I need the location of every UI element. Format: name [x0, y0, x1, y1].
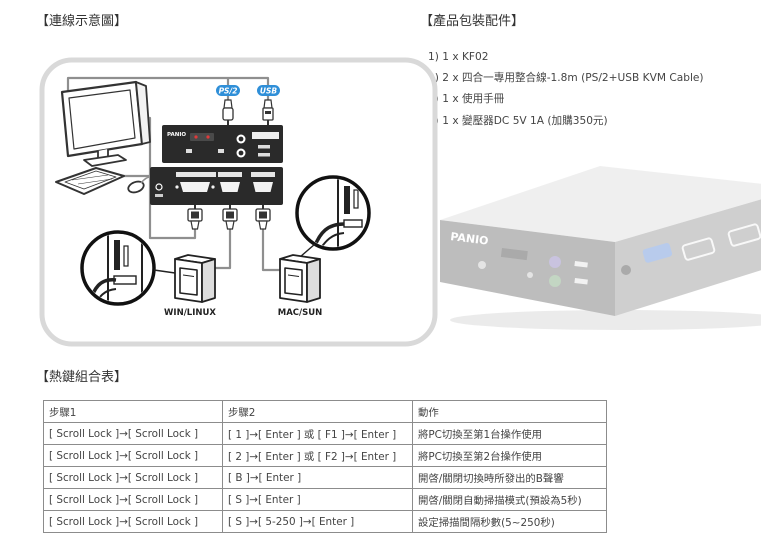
package-heading: 【產品包裝配件】 — [420, 14, 525, 29]
table-row: [ Scroll Lock ]→[ Scroll Lock ] [ B ]→[ … — [43, 466, 607, 489]
package-item: 1) 1 x KF02 — [428, 51, 489, 63]
pc-right-label: MAC/SUN — [278, 308, 323, 318]
vga-plug-icon — [187, 205, 203, 230]
photo-top-face — [440, 166, 761, 242]
header-step2: 步驟2 — [222, 400, 413, 423]
cell-step2: [ B ]→[ Enter ] — [222, 466, 413, 489]
vga-plug-icon — [222, 205, 238, 230]
table-row: [ Scroll Lock ]→[ Scroll Lock ] [ S ]→[ … — [43, 488, 607, 511]
usb-badge-label: USB — [260, 87, 277, 96]
table-header-row: 步驟1 步驟2 動作 — [43, 400, 607, 423]
cell-action: 將PC切換至第1台操作使用 — [412, 422, 607, 445]
cell-step2: [ 2 ]→[ Enter ] 或 [ F2 ]→[ Enter ] — [222, 444, 413, 467]
photo-right-face — [615, 199, 761, 316]
package-item: 3) 1 x 使用手冊 — [428, 93, 505, 105]
product-photo: PANIO — [440, 166, 761, 330]
ps2-badge-label: PS/2 — [219, 87, 238, 96]
table-row: [ Scroll Lock ]→[ Scroll Lock ] [ 2 ]→[ … — [43, 444, 607, 467]
zoom-detail-left — [80, 230, 176, 306]
cell-action: 開啓/關閉自動掃描模式(預設為5秒) — [412, 488, 607, 511]
cell-action: 將PC切換至第2台操作使用 — [412, 444, 607, 467]
photo-front-face — [440, 220, 615, 316]
header-action: 動作 — [412, 400, 607, 423]
table-row: [ Scroll Lock ]→[ Scroll Lock ] [ S ]→[ … — [43, 510, 607, 533]
header-step1: 步驟1 — [43, 400, 223, 423]
package-item: 2) 2 x 四合一專用整合線-1.8m (PS/2+USB KVM Cable… — [428, 72, 704, 84]
keyboard-icon — [55, 167, 125, 195]
usb-badge: USB — [257, 85, 280, 96]
ps2-badge: PS/2 — [216, 85, 240, 96]
connection-diagram: PS/2 USB PANIO — [39, 57, 438, 347]
cell-step1: [ Scroll Lock ]→[ Scroll Lock ] — [43, 488, 223, 511]
usb-plug-icon — [262, 99, 274, 125]
cell-step2: [ S ]→[ Enter ] — [222, 488, 413, 511]
package-item: 4) 1 x 變壓器DC 5V 1A (加購350元) — [428, 115, 608, 127]
hotkey-heading: 【熱鍵組合表】 — [36, 370, 128, 385]
zoom-detail-right — [295, 175, 371, 258]
pc-tower-icon — [174, 254, 216, 303]
pc-tower-icon — [279, 254, 321, 303]
ps2-plug-icon — [222, 99, 234, 125]
vga-plug-icon — [255, 205, 271, 230]
cell-step1: [ Scroll Lock ]→[ Scroll Lock ] — [43, 510, 223, 533]
diagram-heading: 【連線示意圖】 — [36, 14, 128, 29]
cell-step2: [ S ]→[ 5-250 ]→[ Enter ] — [222, 510, 413, 533]
hotkey-table: 步驟1 步驟2 動作 [ Scroll Lock ]→[ Scroll Lock… — [43, 400, 607, 533]
monitor-icon — [60, 80, 151, 167]
cell-step2: [ 1 ]→[ Enter ] 或 [ F1 ]→[ Enter ] — [222, 422, 413, 445]
cell-step1: [ Scroll Lock ]→[ Scroll Lock ] — [43, 444, 223, 467]
cell-action: 設定掃描間隔秒數(5~250秒) — [412, 510, 607, 533]
cell-step1: [ Scroll Lock ]→[ Scroll Lock ] — [43, 466, 223, 489]
mouse-icon — [127, 176, 151, 194]
cell-action: 開啓/關閉切換時所發出的B聲響 — [412, 466, 607, 489]
table-row: [ Scroll Lock ]→[ Scroll Lock ] [ 1 ]→[ … — [43, 422, 607, 445]
photo-brand: PANIO — [450, 230, 490, 248]
device-brand: PANIO — [167, 132, 186, 138]
pc-left-label: WIN/LINUX — [164, 308, 216, 318]
kvm-back-panel — [150, 167, 283, 205]
kvm-front-panel: PANIO — [162, 125, 283, 163]
cell-step1: [ Scroll Lock ]→[ Scroll Lock ] — [43, 422, 223, 445]
